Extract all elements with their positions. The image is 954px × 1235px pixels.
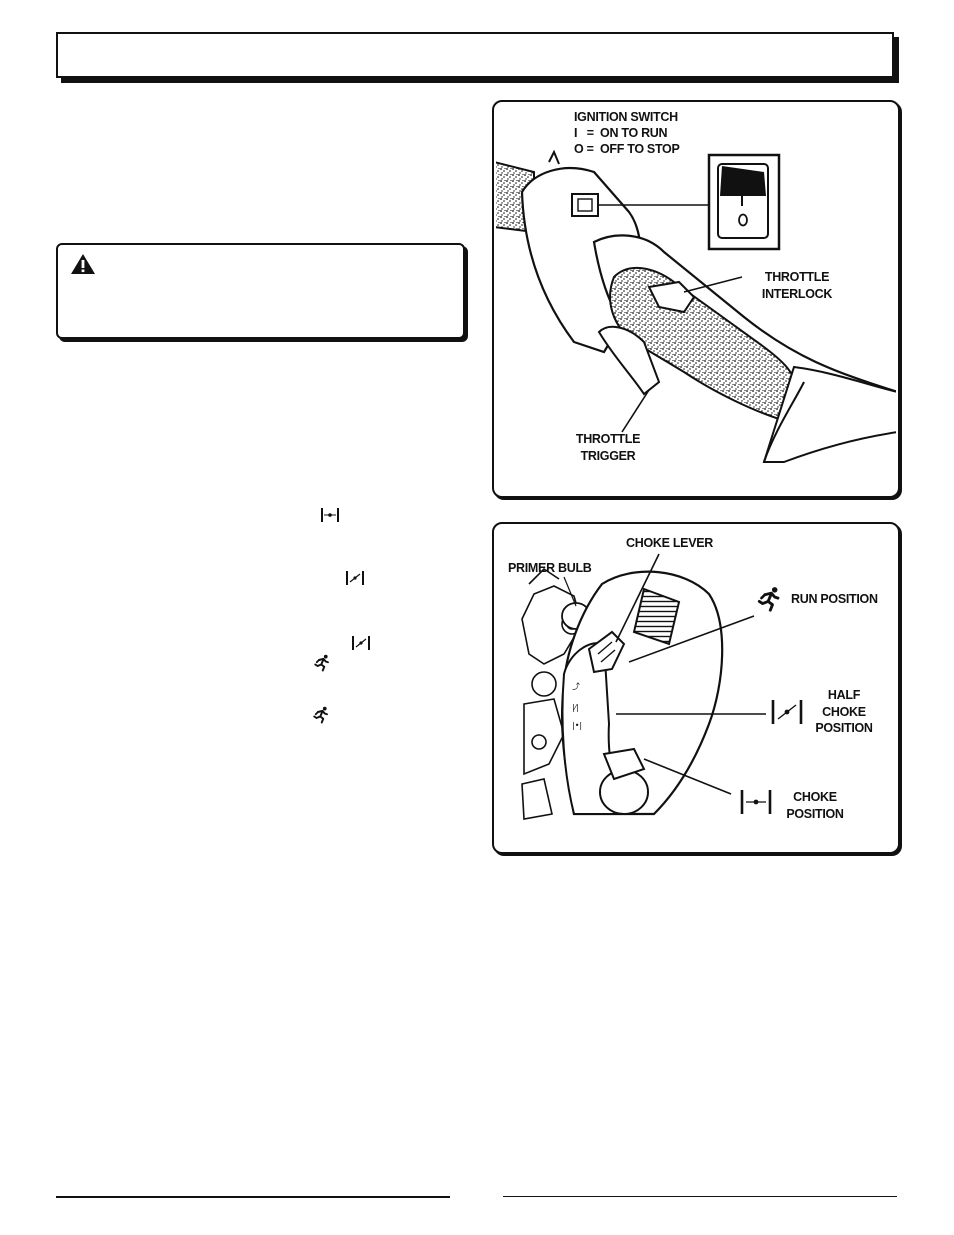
throttle-interlock-label: THROTTLE INTERLOCK [752, 269, 842, 302]
choke-position-icon [321, 508, 339, 522]
half-choke-position-label: HALF CHOKE POSITION [808, 687, 880, 737]
ignition-on-label: I = ON TO RUN [574, 126, 668, 140]
choke-position-line1: CHOKE [793, 790, 837, 804]
warning-triangle-icon [71, 254, 95, 274]
run-position-icon [757, 587, 780, 612]
throttle-trigger-line2: TRIGGER [580, 448, 636, 463]
throttle-interlock-line1: THROTTLE [764, 270, 830, 284]
warning-box [56, 243, 465, 339]
trimmer-handle-illustration [496, 149, 896, 463]
svg-text:|•|: |•| [572, 721, 582, 730]
rocker-switch-illustration [707, 153, 781, 251]
ignition-off-label: O = OFF TO STOP [574, 142, 680, 156]
figure-ignition-throttle: IGNITION SWITCH I = ON TO RUN O = OFF TO… [492, 100, 900, 498]
footer-rule-right [503, 1196, 897, 1197]
page-header-box [56, 32, 894, 78]
half-choke-line3: POSITION [815, 721, 873, 735]
half-choke-icon [771, 700, 803, 724]
choke-lever-label: CHOKE LEVER [626, 536, 713, 550]
choke-position-icon [740, 790, 772, 814]
half-choke-icon [346, 571, 364, 585]
svg-text:|⁄|: |⁄| [572, 703, 579, 712]
primer-bulb-label: PRIMER BULB [508, 561, 592, 575]
run-position-icon [313, 706, 328, 724]
engine-choke-illustration: ⤴ |⁄| |•| [521, 553, 803, 820]
svg-text:⤴: ⤴ [572, 681, 580, 691]
choke-position-label: CHOKE POSITION [780, 789, 850, 822]
throttle-trigger-label: THROTTLE TRIGGER [566, 431, 650, 464]
run-position-icon [314, 654, 329, 672]
half-choke-line2: CHOKE [822, 704, 866, 719]
half-choke-icon [352, 636, 370, 650]
throttle-interlock-line2: INTERLOCK [761, 286, 833, 301]
figure-choke-lever: ⤴ |⁄| |•| CHOKE LEVER PR [492, 522, 900, 854]
throttle-trigger-line1: THROTTLE [575, 432, 641, 446]
run-position-label: RUN POSITION [791, 592, 878, 606]
ignition-switch-label: IGNITION SWITCH [574, 110, 678, 124]
half-choke-line1: HALF [827, 688, 861, 702]
choke-position-line2: POSITION [786, 806, 844, 821]
footer-rule-left [56, 1196, 450, 1198]
